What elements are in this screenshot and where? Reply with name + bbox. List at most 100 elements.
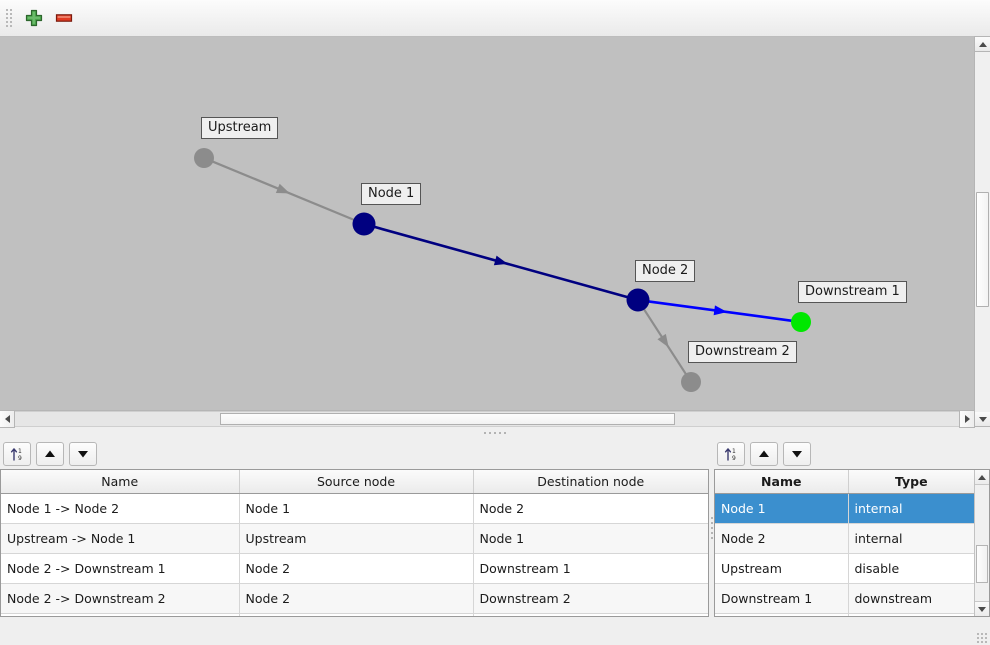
arrow-right-icon (964, 415, 970, 423)
triangle-up-icon (759, 450, 769, 457)
nodes-scroll-track[interactable] (975, 485, 989, 601)
horizontal-scroll-track[interactable] (15, 411, 959, 427)
edge-arrow-node2-downstream1 (713, 305, 728, 316)
splitter-grip (484, 431, 506, 434)
nodes-scroll-down-button[interactable] (975, 601, 989, 616)
nodes-table-scrollbar[interactable] (974, 470, 989, 616)
node-label-upstream[interactable]: Upstream (201, 117, 279, 139)
edges-column-name[interactable]: Name (1, 470, 240, 494)
scroll-left-button[interactable] (0, 410, 15, 428)
sort-icon: 1 9 (724, 448, 736, 462)
remove-node-button[interactable] (49, 4, 79, 32)
node-type-cell: internal (848, 523, 974, 554)
arrow-down-icon (978, 416, 987, 422)
scroll-down-button[interactable] (974, 411, 990, 427)
arrow-left-icon (4, 415, 10, 423)
svg-text:9: 9 (18, 455, 22, 462)
graph-node-node2[interactable] (626, 288, 650, 312)
canvas-vertical-scrollbar[interactable] (974, 36, 990, 427)
node-type-cell: downstream (848, 583, 974, 614)
pane-divider-grip (710, 516, 713, 539)
graph-node-downstream1[interactable] (791, 312, 811, 332)
edges-table-header-row: Name Source node Destination node (1, 470, 708, 494)
add-node-button[interactable] (19, 4, 49, 32)
edges-empty-cell (473, 613, 708, 616)
edge-arrow-node2-downstream2 (657, 333, 669, 348)
scroll-up-button[interactable] (974, 36, 990, 52)
nodes-move-up-button[interactable] (750, 441, 778, 466)
node-name-cell: Node 2 (715, 523, 849, 554)
edges-sort-button[interactable]: 1 9 (3, 441, 31, 466)
node-name-cell: Upstream (715, 553, 849, 584)
node-label-node1[interactable]: Node 1 (361, 183, 422, 205)
window-resize-grip[interactable] (977, 633, 987, 643)
edge-destination-cell: Downstream 2 (473, 583, 708, 614)
edges-empty-cell (239, 613, 474, 616)
toolbar-drag-handle[interactable] (6, 7, 14, 29)
bottom-panes: 1 9 (0, 438, 990, 617)
sort-icon: 1 9 (10, 448, 22, 462)
triangle-down-icon (792, 450, 802, 457)
edges-empty-cell (1, 613, 240, 616)
arrow-up-icon (978, 474, 986, 480)
graph-node-node1[interactable] (352, 212, 376, 236)
edges-move-down-button[interactable] (69, 441, 97, 466)
edges-pane: 1 9 (0, 438, 709, 617)
edges-move-up-button[interactable] (36, 441, 64, 466)
edge-destination-cell: Downstream 1 (473, 553, 708, 584)
canvas-horizontal-scrollbar[interactable] (0, 410, 975, 428)
edge-arrow-upstream-node1 (275, 183, 290, 194)
edge-name-cell: Node 2 -> Downstream 2 (1, 583, 240, 614)
vertical-scroll-thumb[interactable] (976, 192, 989, 307)
edge-name-cell: Upstream -> Node 1 (1, 523, 240, 554)
edge-source-cell: Node 1 (239, 493, 474, 524)
nodes-table-header-row: Name Type (715, 470, 974, 494)
edge-arrow-node1-node2 (493, 255, 508, 266)
nodes-column-type[interactable]: Type (848, 470, 974, 494)
nodes-scroll-up-button[interactable] (975, 470, 989, 485)
nodes-move-down-button[interactable] (783, 441, 811, 466)
edges-column-destination[interactable]: Destination node (473, 470, 708, 494)
edges-column-source[interactable]: Source node (239, 470, 474, 494)
node-type-cell: internal (848, 493, 974, 524)
edges-table-container: Name Source node Destination node Node 1… (0, 469, 709, 617)
nodes-column-name[interactable]: Name (715, 470, 849, 494)
node-label-downstream2[interactable]: Downstream 2 (688, 341, 797, 363)
node-label-node2[interactable]: Node 2 (635, 260, 696, 282)
arrow-up-icon (978, 41, 987, 47)
graph-node-upstream[interactable] (194, 148, 214, 168)
vertical-pane-divider[interactable] (709, 438, 714, 617)
edge-destination-cell: Node 2 (473, 493, 708, 524)
node-label-downstream1[interactable]: Downstream 1 (798, 281, 907, 303)
triangle-down-icon (78, 450, 88, 457)
nodes-pane: 1 9 (714, 438, 990, 617)
plus-icon (25, 9, 43, 27)
edge-source-cell: Node 2 (239, 553, 474, 584)
horizontal-scroll-thumb[interactable] (220, 413, 675, 425)
graph-node-downstream2[interactable] (681, 372, 701, 392)
scroll-right-button[interactable] (959, 410, 975, 428)
horizontal-splitter[interactable] (0, 427, 990, 438)
vertical-scroll-track[interactable] (975, 52, 990, 412)
status-bar (0, 617, 990, 645)
graph-edges-layer (194, 148, 811, 392)
svg-text:9: 9 (732, 455, 736, 462)
nodes-scroll-thumb[interactable] (976, 545, 988, 583)
nodes-toolbar: 1 9 (714, 438, 990, 469)
nodes-sort-button[interactable]: 1 9 (717, 441, 745, 466)
edges-table-scroll[interactable]: Name Source node Destination node Node 1… (1, 470, 708, 616)
